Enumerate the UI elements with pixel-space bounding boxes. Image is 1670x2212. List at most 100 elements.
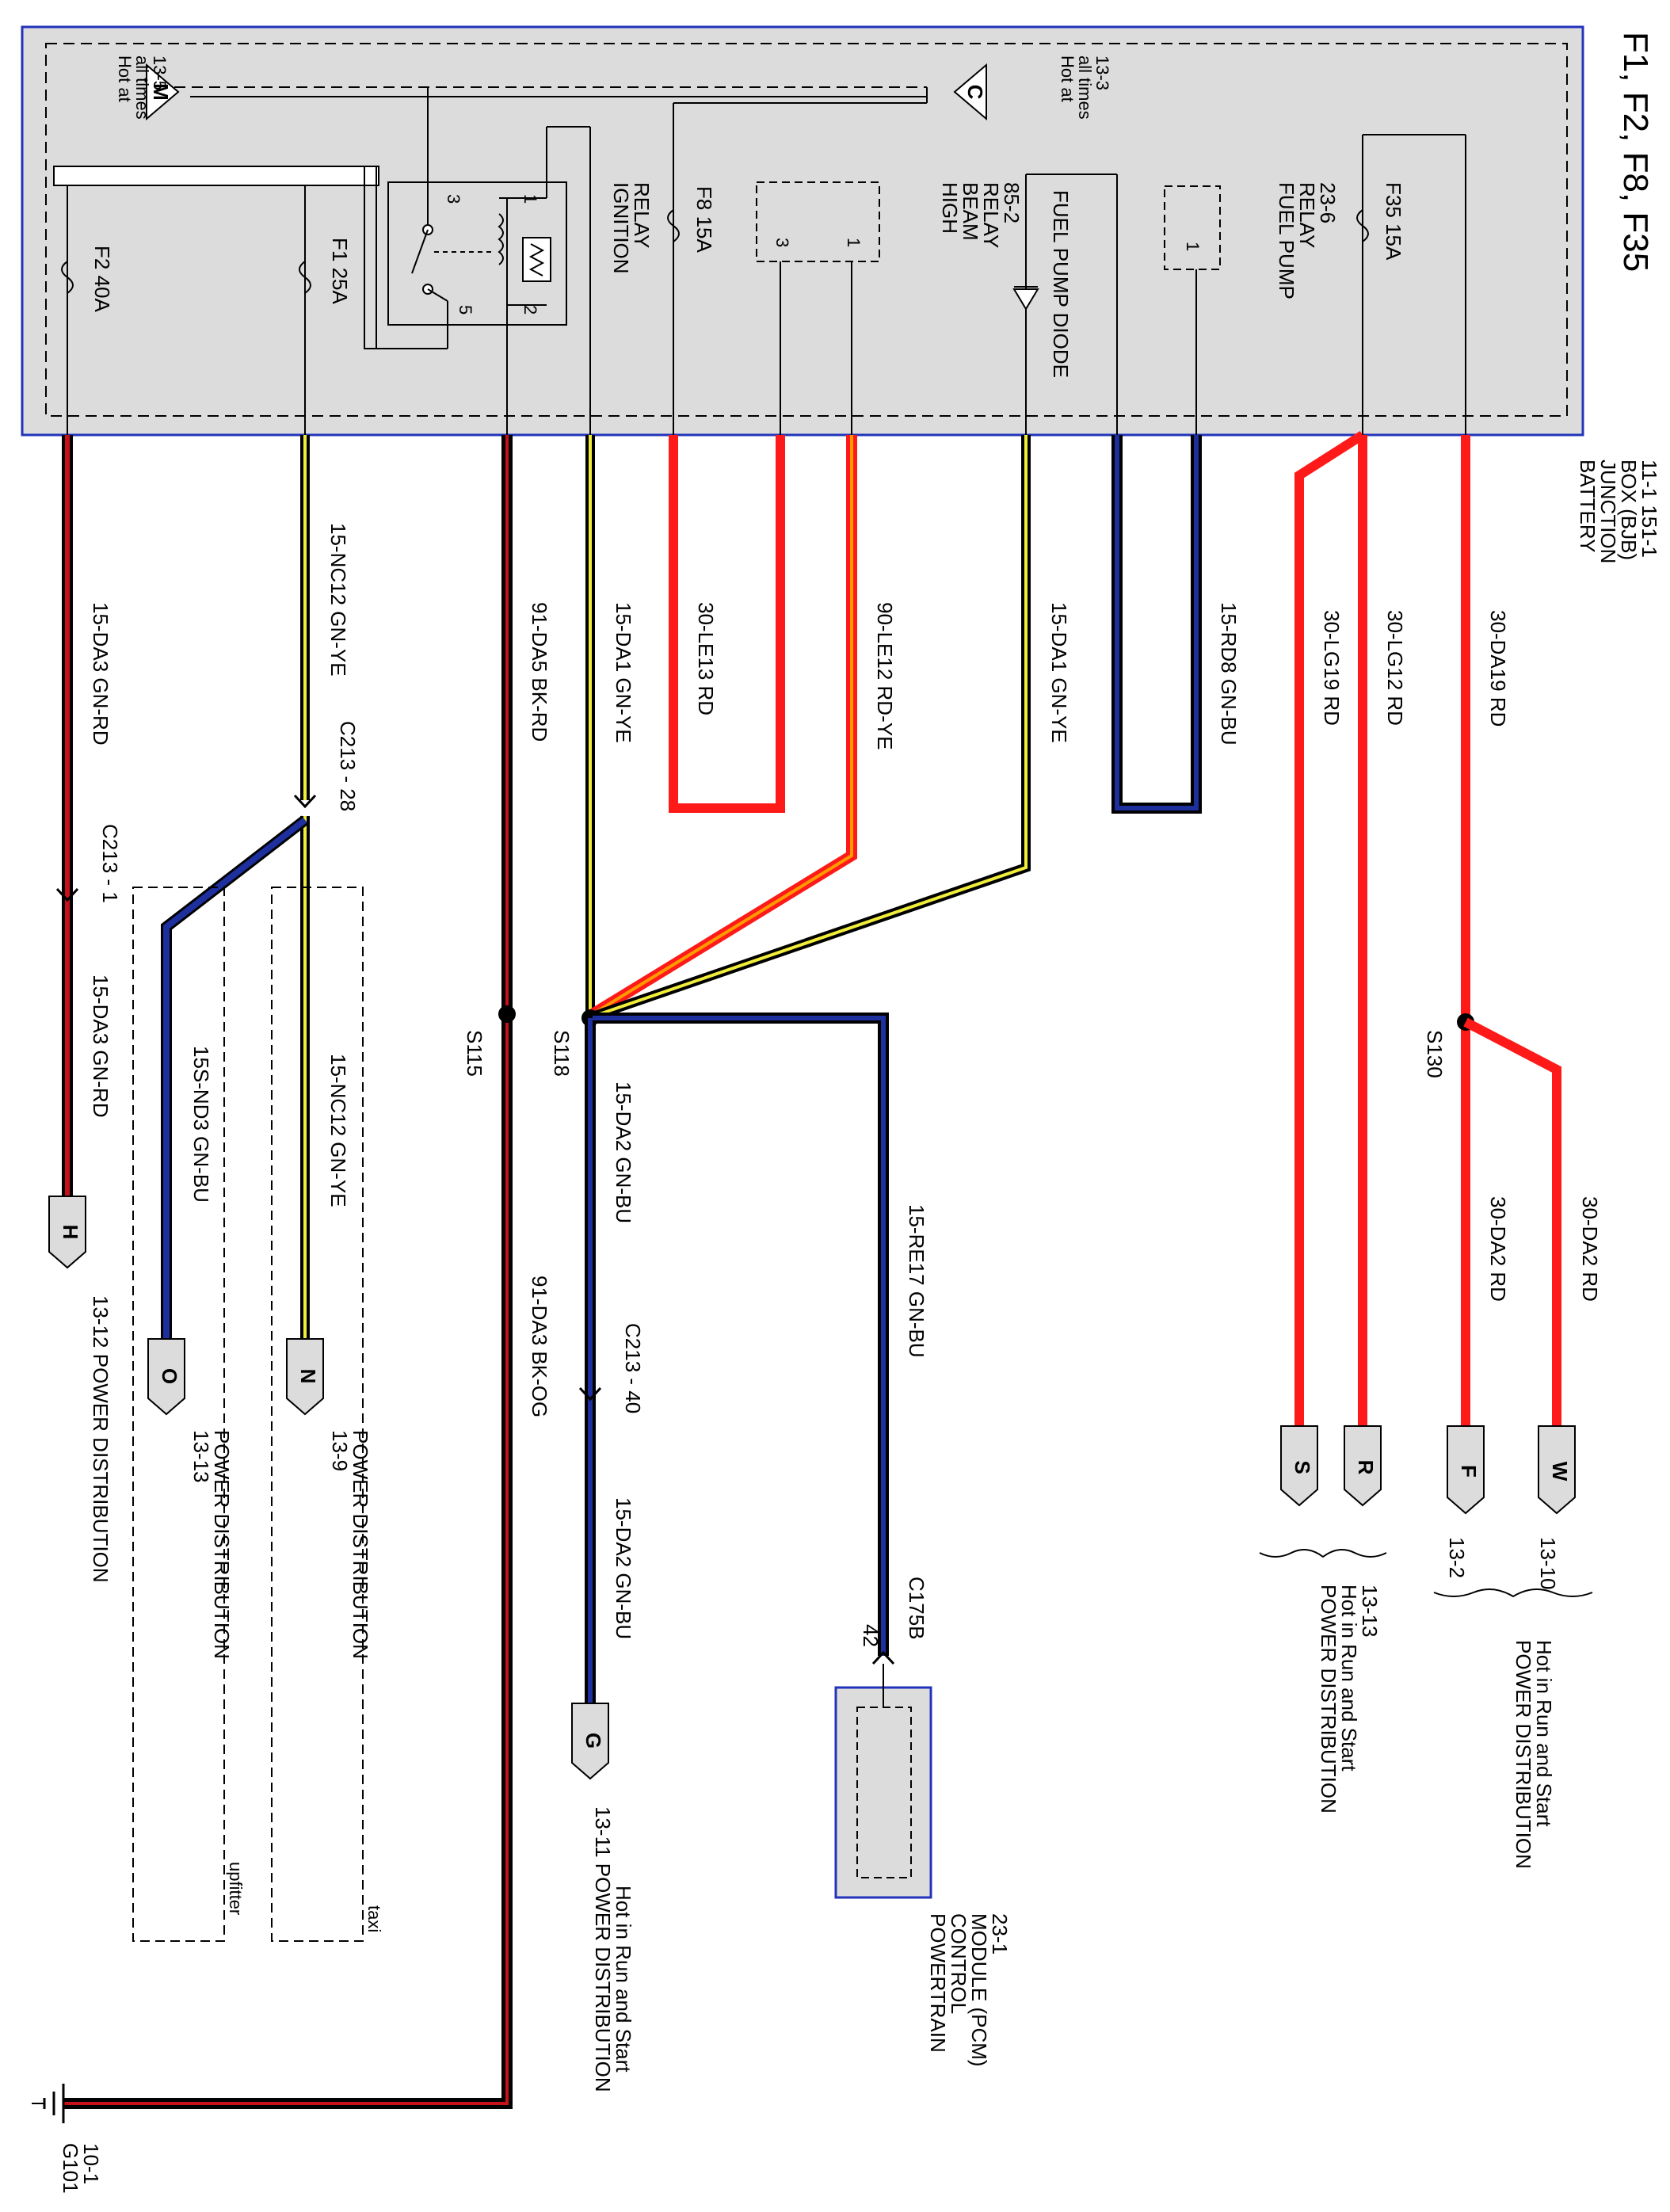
f8-label: F8 15A [692,186,716,253]
svg-text:13-3: 13-3 [1092,55,1112,90]
c-connector: C [953,63,987,121]
endpoint-h-ref: 13-12 POWER DISTRIBUTION [89,1295,112,1583]
endpoint-g: G [571,1703,609,1780]
endpoint-s: S [1280,1425,1318,1507]
c213-40-connector [578,1386,602,1402]
fw-group-ref: Hot in Run and Start POWER DISTRIBUTION [1512,1640,1556,1869]
f2-fuse-symbol [61,261,74,294]
svg-text:BOX (BJB): BOX (BJB) [1617,460,1641,560]
endpoint-w-ref: 13-10 [1536,1537,1560,1590]
endpoint-r: R [1344,1425,1382,1507]
wire-91-da3-label: 91-DA3 BK-OG [528,1276,551,1417]
endpoint-h: H [48,1196,86,1269]
svg-text:W: W [1548,1462,1572,1482]
endpoint-f: F [1447,1425,1485,1515]
svg-text:IGNITION: IGNITION [609,182,633,274]
bjb-label: BATTERY JUNCTION BOX (BJB) 11-1 151-1 [1576,460,1661,563]
svg-text:all times: all times [132,55,152,120]
svg-text:CONTROL: CONTROL [947,1913,970,2014]
svg-text:POWER DISTRIBUTION: POWER DISTRIBUTION [1512,1640,1535,1869]
svg-text:85-2: 85-2 [1000,182,1024,223]
splice-s118-label: S118 [550,1030,574,1077]
wire-30-da2b [1463,1017,1561,1426]
svg-text:POWER DISTRIBUTION: POWER DISTRIBUTION [1317,1585,1340,1813]
svg-text:13-13: 13-13 [189,1430,213,1483]
svg-text:F: F [1457,1465,1481,1478]
ignition-relay [364,87,567,349]
upfitter-label: upfitter [226,1862,246,1915]
pcm-box [834,1686,932,1899]
wire-15s-nd3-label: 15S-ND3 GN-BU [189,1046,213,1203]
svg-text:13-9: 13-9 [328,1430,352,1471]
high-beam-relay-label: HIGH BEAM RELAY 85-2 [938,182,1024,248]
bjb-inner-dashed [45,43,1568,417]
m-hot-label: Hot at all times 13-5 [115,55,170,120]
ground-label: G101 10-1 [59,2143,103,2194]
c213-40-label: C213 - 40 [621,1323,645,1413]
svg-text:POWER DISTRIBUTION: POWER DISTRIBUTION [210,1430,234,1659]
wire-15-rd8 [1111,435,1202,814]
wire-15-da3-label: 15-DA3 GN-RD [89,602,112,746]
svg-text:23-6: 23-6 [1316,182,1340,223]
f35-label: F35 15A [1382,182,1405,261]
wire-15s-nd3 [161,815,309,1339]
svg-text:23-1: 23-1 [988,1913,1012,1955]
taxi-box [271,887,364,1942]
wire-30-le13-label: 30-LE13 RD [694,602,718,715]
endpoint-n: N [286,1338,324,1416]
svg-text:Hot in Run and Start: Hot in Run and Start [1532,1640,1556,1827]
splice-s130-label: S130 [1423,1030,1447,1078]
ignition-relay-pin-5: 5 [456,305,475,315]
high-beam-pin-3: 3 [772,238,792,247]
endpoint-w: W [1538,1425,1576,1515]
fuel-pump-relay-label: FUEL PUMP RELAY 23-6 [1275,182,1340,299]
svg-text:BATTERY: BATTERY [1576,460,1599,553]
m-connector: M [146,63,180,121]
c-letter: C [963,85,987,100]
wire-15-da2a-label: 15-DA2 GN-BU [612,1081,635,1223]
svg-text:Hot at: Hot at [115,55,135,102]
f35-fuse-symbol [1356,209,1369,242]
svg-text:11-1 151-1: 11-1 151-1 [1638,460,1661,558]
wire-30-le13 [669,435,785,813]
svg-text:H: H [59,1225,82,1240]
fuel-pump-diode-label: FUEL PUMP DIODE [1049,190,1073,378]
svg-text:RELAY: RELAY [630,182,654,248]
pcm-label: POWERTRAIN CONTROL MODULE (PCM) 23-1 [926,1913,1012,2067]
wire-91-da5-label: 91-DA5 BK-RD [528,602,551,742]
ignition-relay-pin-3: 3 [444,194,463,204]
wire-15-nc12-label: 15-NC12 GN-YE [326,523,350,677]
svg-text:10-1: 10-1 [79,2143,103,2184]
svg-text:N: N [296,1369,320,1384]
wire-30-da2a-label: 30-DA2 RD [1486,1196,1510,1302]
c213-1-label: C213 - 1 [98,824,122,903]
splice-s115 [498,1005,516,1023]
fw-brace [1433,1588,1593,1598]
f1-label: F1 25A [328,238,352,304]
wire-15-da1b [591,435,1031,1021]
svg-text:all times: all times [1075,55,1095,120]
ignition-relay-label: IGNITION RELAY [609,182,654,274]
c175b-connector [871,1650,895,1665]
svg-text:13-13: 13-13 [1358,1585,1382,1638]
c175b-pin: 42 [859,1624,883,1647]
taxi-label: taxi [364,1905,384,1932]
bjb-box [21,25,1584,437]
f2-label: F2 40A [90,246,114,312]
wire-91-da5 [63,435,513,2109]
endpoint-o: O [147,1338,185,1416]
svg-text:O: O [158,1368,181,1384]
endpoint-f-ref: 13-2 [1445,1537,1469,1578]
svg-text:RELAY: RELAY [1295,182,1319,248]
wire-30-lg19 [1294,430,1366,1426]
m-letter: M [149,83,173,101]
sr-brace [1259,1549,1387,1558]
svg-text:MODULE (PCM): MODULE (PCM) [967,1913,991,2067]
wire-15-da3b-label: 15-DA3 GN-RD [89,974,112,1118]
wire-90-le12-label: 90-LE12 RD-YE [873,602,897,749]
svg-text:BEAM: BEAM [959,182,982,241]
svg-text:JUNCTION: JUNCTION [1596,460,1620,563]
svg-text:S: S [1291,1460,1314,1474]
wire-15-rd8-label: 15-RD8 GN-BU [1217,602,1241,746]
